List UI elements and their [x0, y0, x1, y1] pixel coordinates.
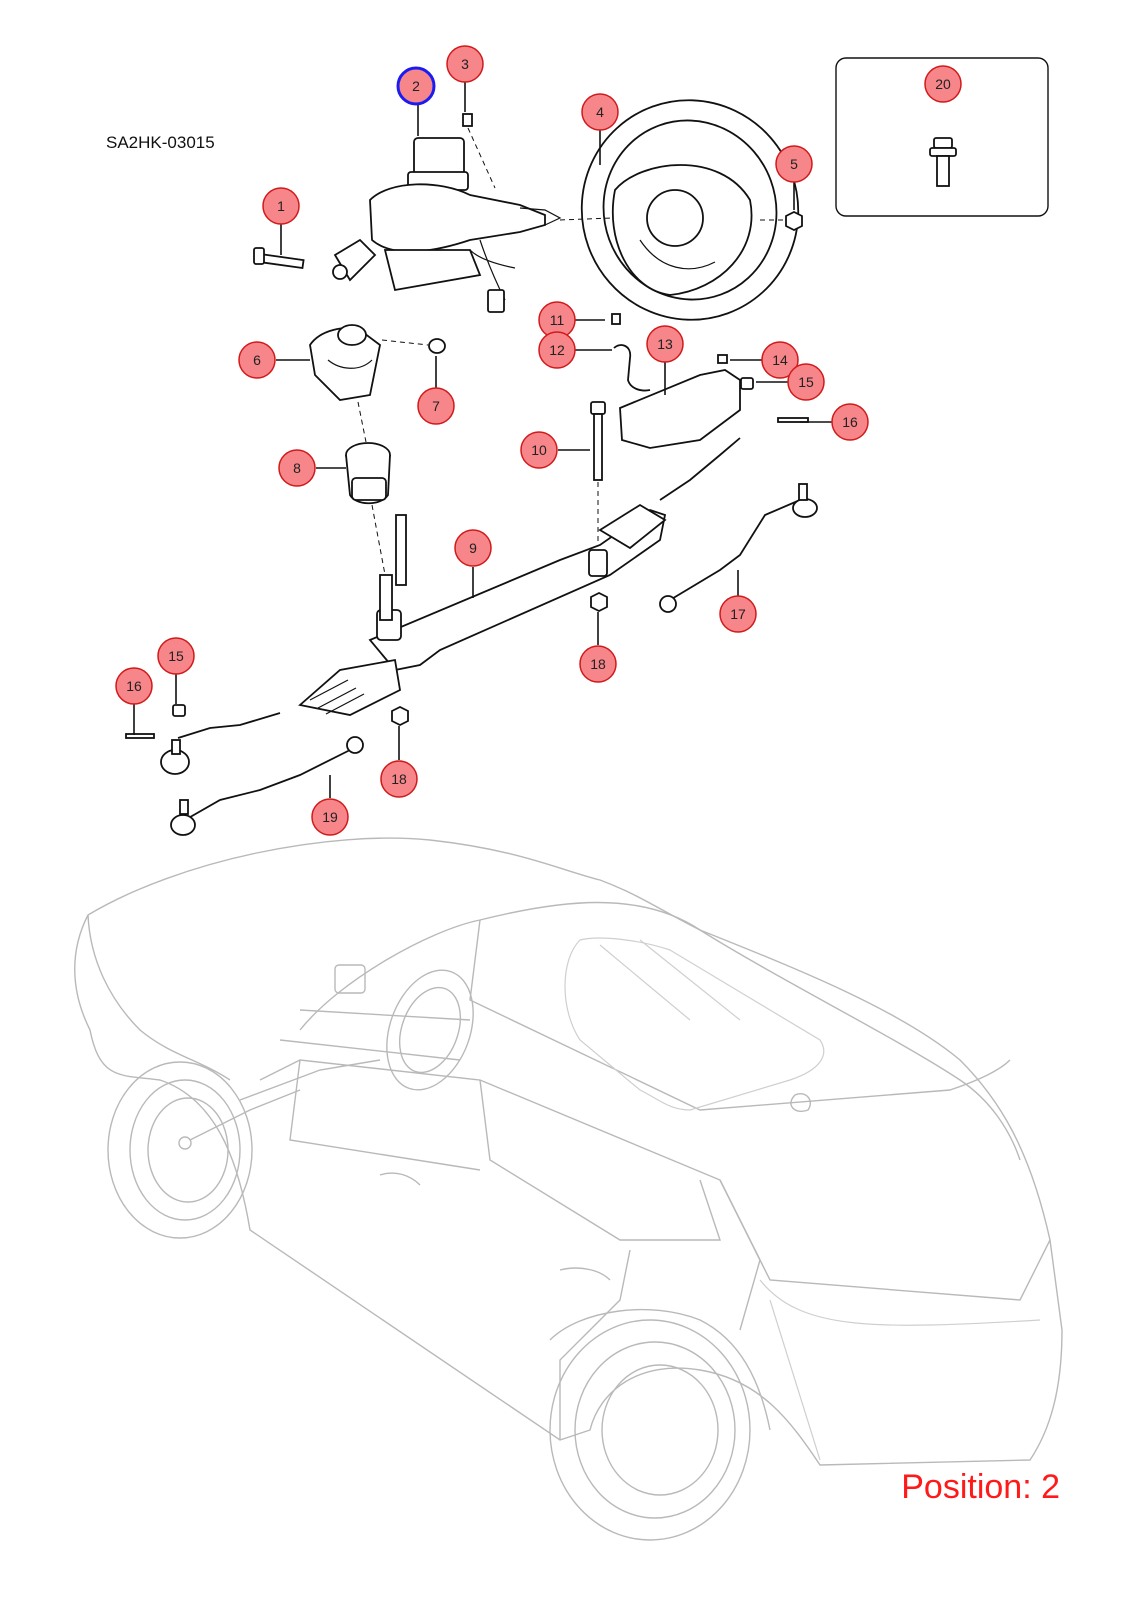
tie-rod-part [659, 483, 818, 613]
callout-3[interactable]: 3 [446, 45, 484, 83]
callout-14[interactable]: 14 [761, 341, 799, 379]
svg-text:16: 16 [126, 678, 142, 694]
callout-16-left[interactable]: 16 [115, 667, 153, 705]
svg-text:6: 6 [253, 352, 261, 368]
callout-10[interactable]: 10 [520, 431, 558, 469]
steering-wheel-part [580, 99, 800, 321]
svg-text:8: 8 [293, 460, 301, 476]
callout-18-right[interactable]: 18 [579, 645, 617, 683]
svg-text:4: 4 [596, 104, 604, 120]
nut-part [740, 377, 754, 390]
steering-rack-part [177, 437, 741, 739]
bolt-part [253, 247, 305, 270]
svg-text:9: 9 [469, 540, 477, 556]
bracket-part [613, 344, 651, 392]
svg-text:12: 12 [549, 342, 565, 358]
callout-2-selected[interactable]: 2 [396, 66, 436, 106]
svg-text:18: 18 [391, 771, 407, 787]
callout-7[interactable]: 7 [417, 387, 455, 425]
nut-part [391, 705, 409, 727]
bolt-part [929, 137, 957, 187]
callout-20[interactable]: 20 [924, 65, 962, 103]
callout-5[interactable]: 5 [775, 145, 813, 183]
callout-18-left[interactable]: 18 [380, 760, 418, 798]
bolt-part [379, 574, 393, 621]
svg-text:20: 20 [935, 76, 951, 92]
svg-text:16: 16 [842, 414, 858, 430]
callout-6[interactable]: 6 [238, 341, 276, 379]
cotter-pin-part [777, 417, 809, 423]
callout-9[interactable]: 9 [454, 529, 492, 567]
svg-text:1: 1 [277, 198, 285, 214]
svg-text:11: 11 [550, 312, 565, 328]
position-label: Position: 2 [901, 1468, 1060, 1506]
svg-text:18: 18 [590, 656, 606, 672]
callout-16-right[interactable]: 16 [831, 403, 869, 441]
svg-text:5: 5 [790, 156, 798, 172]
callout-19[interactable]: 19 [311, 798, 349, 836]
svg-text:15: 15 [168, 648, 184, 664]
nut-part [428, 338, 446, 354]
svg-text:7: 7 [432, 398, 440, 414]
callout-1[interactable]: 1 [262, 187, 300, 225]
bolt-part [395, 514, 407, 586]
universal-joint-part [345, 442, 391, 505]
callout-12[interactable]: 12 [538, 331, 576, 369]
callout-15-right[interactable]: 15 [787, 363, 825, 401]
svg-text:17: 17 [730, 606, 746, 622]
callout-13[interactable]: 13 [646, 325, 684, 363]
svg-text:14: 14 [772, 352, 788, 368]
leader-lines [133, 82, 832, 798]
tie-rod-part [170, 736, 364, 836]
nut-part [717, 354, 728, 364]
callout-17[interactable]: 17 [719, 595, 757, 633]
callout-8[interactable]: 8 [278, 449, 316, 487]
boot-seal-part [309, 324, 381, 401]
svg-text:10: 10 [531, 442, 547, 458]
heat-shield-part [619, 369, 741, 449]
bolt-part [611, 313, 621, 325]
vehicle-silhouette [74, 837, 1063, 1541]
drawing-id: SA2HK-03015 [106, 133, 215, 152]
callout-4[interactable]: 4 [581, 93, 619, 131]
steering-column-part [332, 137, 562, 313]
nut-part [462, 113, 473, 127]
callout-11[interactable]: 11 [538, 301, 576, 339]
svg-text:3: 3 [461, 56, 469, 72]
callout-15-left[interactable]: 15 [157, 637, 195, 675]
svg-text:15: 15 [798, 374, 814, 390]
inset-box [835, 57, 1049, 217]
bolt-part [590, 401, 606, 481]
nut-part [590, 591, 608, 613]
svg-text:2: 2 [412, 78, 420, 94]
svg-text:13: 13 [657, 336, 673, 352]
nut-part [785, 210, 803, 232]
tie-rod-end-part [125, 704, 190, 775]
svg-text:19: 19 [322, 809, 338, 825]
